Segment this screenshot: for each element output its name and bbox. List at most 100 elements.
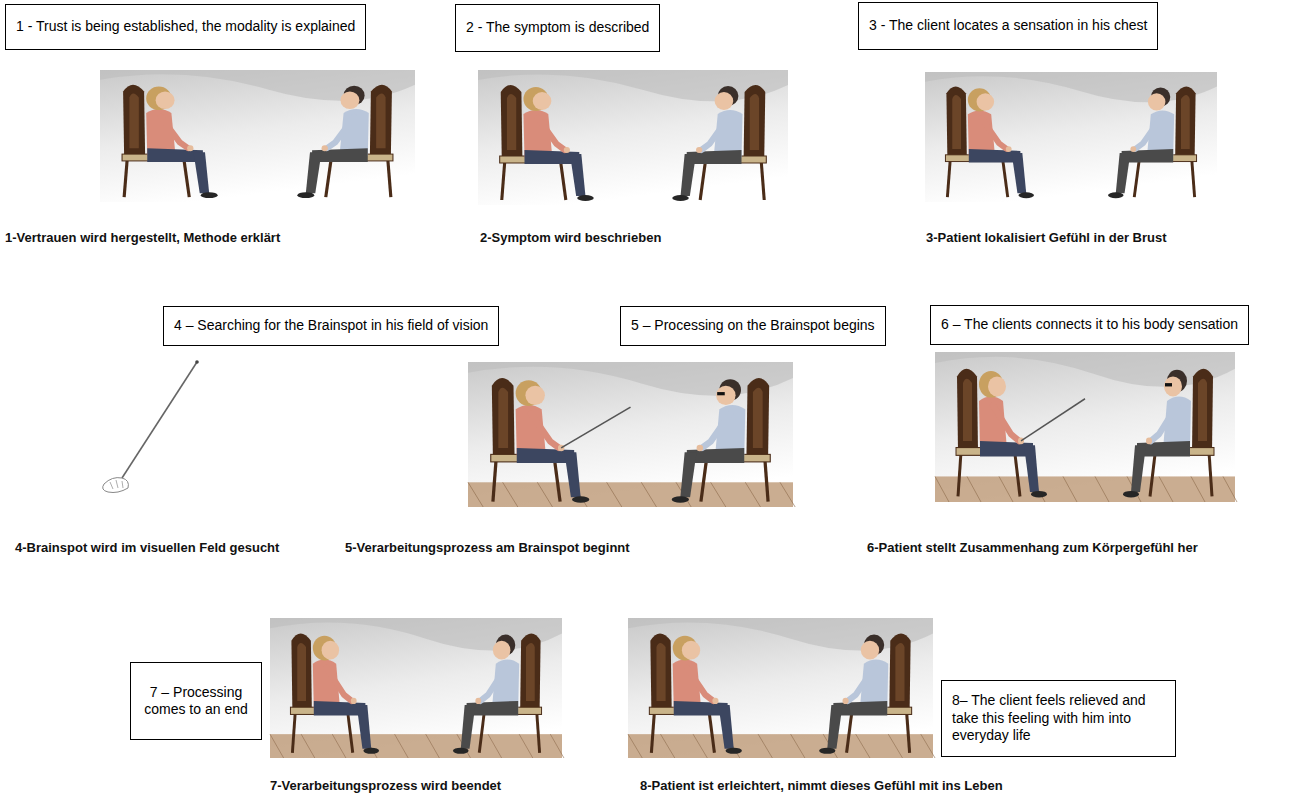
head [682, 641, 700, 660]
parquet-floor [270, 734, 562, 758]
german-caption: 3-Patient lokalisiert Gefühl in der Brus… [926, 230, 1167, 245]
arm [538, 118, 565, 150]
client-figure [453, 634, 542, 754]
chair-leg [1192, 159, 1195, 198]
shoe [572, 496, 589, 502]
step-caption-box: 3 - The client locates a sensation in hi… [858, 2, 1158, 50]
floor-seam [270, 734, 284, 758]
floor-seam [503, 482, 518, 507]
head [156, 92, 175, 110]
arm [327, 117, 354, 148]
arm [161, 117, 188, 148]
chair-back [501, 85, 523, 160]
shin [461, 705, 476, 749]
hand [564, 147, 570, 153]
chair-leg [958, 452, 961, 496]
arm [981, 118, 1006, 149]
floor-seam [1159, 476, 1173, 502]
floor-seam [780, 482, 795, 507]
german-caption: 1-Vertrauen wird hergestellt, Methode er… [5, 230, 280, 245]
floor-seam [488, 734, 502, 758]
chair-leg [761, 160, 764, 200]
hand [1006, 146, 1012, 152]
hand [1146, 438, 1152, 445]
step-caption-text: 5 – Processing on the Brainspot begins [631, 317, 875, 335]
chair-leg [1003, 161, 1008, 198]
chair-back-detail [963, 379, 972, 441]
parquet-floor [628, 734, 933, 758]
chair-back-detail [498, 388, 508, 448]
floor-seam [967, 476, 981, 502]
shoe [1108, 192, 1124, 198]
chair-back-detail [129, 93, 138, 148]
chair-back-detail [895, 643, 904, 701]
head [861, 641, 879, 660]
hand [843, 698, 849, 704]
client-figure [1108, 86, 1197, 198]
hand [475, 698, 481, 704]
step-caption-text: 4 – Searching for the Brainspot in his f… [174, 317, 488, 335]
shin [1131, 445, 1146, 492]
head [716, 386, 736, 405]
pointer-illustration [103, 360, 199, 492]
german-caption: 7-Verarbeitungsprozess wird beendet [270, 778, 501, 793]
chair-back-detail [297, 643, 306, 701]
head [988, 376, 1006, 396]
shoe [201, 192, 218, 198]
step-caption-text: 7 – Processing comes to an end [141, 684, 251, 719]
step-caption-text: 8– The client feels relieved and take th… [952, 692, 1165, 745]
shoe [577, 195, 594, 201]
floor-seam [519, 734, 533, 758]
glasses [717, 392, 725, 395]
floor-seam [745, 482, 760, 507]
shin [193, 152, 209, 193]
chair-leg [947, 159, 950, 198]
floor-seam [921, 734, 935, 758]
chair-back-detail [1181, 95, 1190, 149]
chair-back-detail [507, 94, 516, 150]
chair-leg [292, 711, 295, 752]
chair-leg [709, 713, 714, 752]
chair-back-detail [656, 643, 665, 701]
chair-leg [561, 162, 566, 200]
photo-backdrop [100, 70, 415, 202]
arm [1135, 118, 1160, 149]
chair-leg [388, 158, 391, 197]
pointer-stick [122, 362, 197, 478]
finger-lines [110, 480, 123, 489]
step-caption-box: 6 – The clients connects it to his body … [930, 305, 1249, 345]
shin [570, 154, 586, 196]
step-caption-text: 2 - The symptom is described [466, 19, 649, 37]
shoe [672, 496, 689, 502]
arm [326, 668, 351, 701]
arm [993, 405, 1019, 441]
step-caption-box: 4 – Searching for the Brainspot in his f… [163, 306, 499, 346]
floor-seam [791, 734, 805, 758]
chair-leg [326, 160, 331, 197]
session-photo [925, 72, 1217, 202]
photo-backdrop [628, 618, 933, 758]
floor-seam [395, 734, 409, 758]
shoe [453, 748, 469, 754]
floor-seam [1223, 476, 1237, 502]
shoe [297, 192, 314, 198]
client-figure [297, 85, 393, 198]
shin [1012, 153, 1027, 193]
shin [827, 705, 842, 749]
session-photo [468, 362, 795, 507]
floor-seam [693, 734, 707, 758]
floor-seam [641, 482, 656, 507]
chair-back-detail [952, 95, 961, 149]
chair-leg [537, 711, 540, 752]
chair-back [744, 85, 766, 160]
chair-back [946, 86, 966, 158]
german-caption: 4-Brainspot wird im visuellen Feld gesuc… [15, 540, 279, 555]
chair-back [520, 634, 540, 712]
step-caption-box: 8– The client feels relieved and take th… [941, 680, 1176, 757]
chair-back [746, 378, 769, 459]
photo-backdrop [270, 618, 562, 758]
head [525, 386, 545, 405]
head [493, 641, 511, 660]
floor-seam [758, 734, 772, 758]
